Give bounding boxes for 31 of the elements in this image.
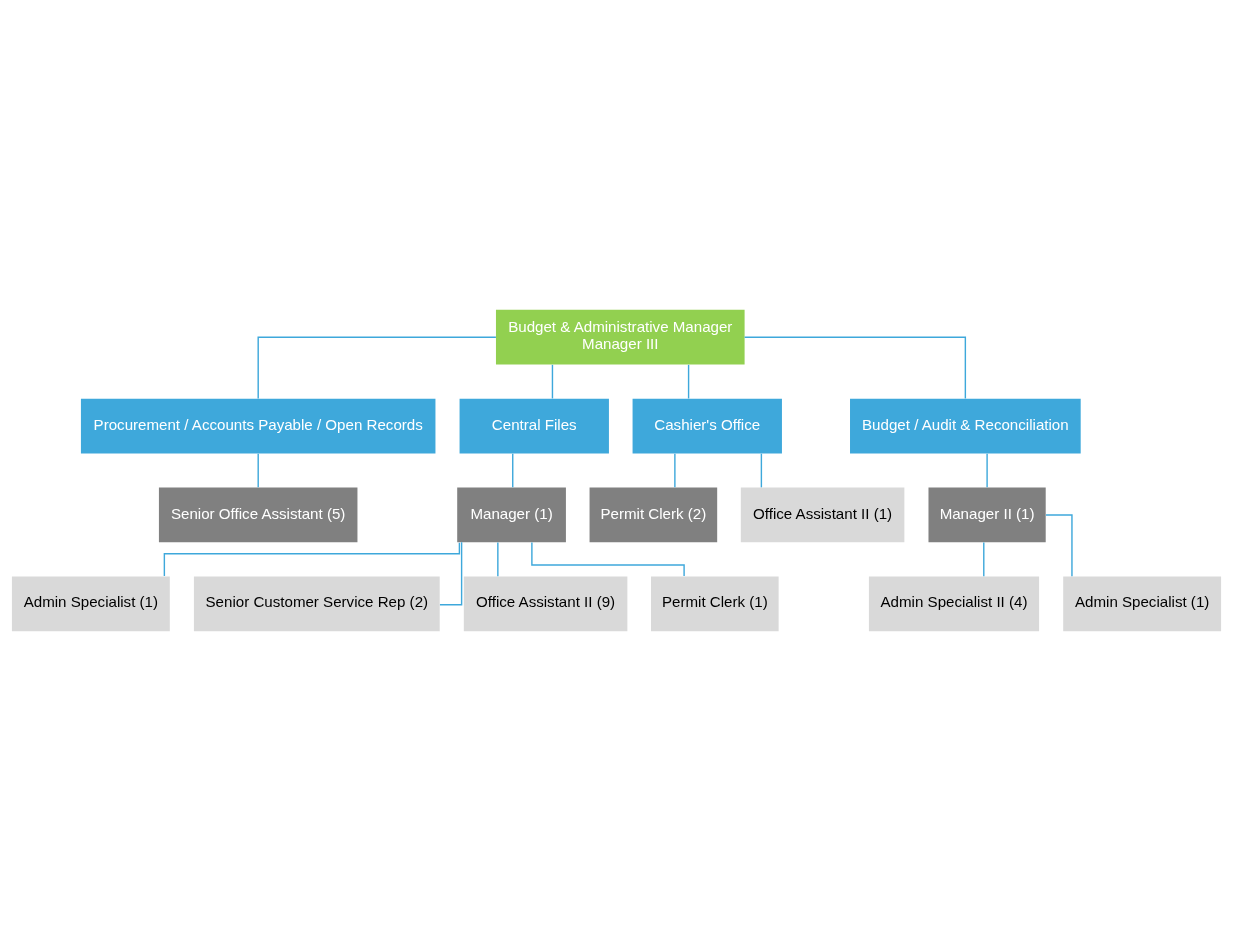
node-box: Admin Specialist (1) — [1063, 575, 1222, 631]
connector — [257, 336, 497, 399]
connector — [687, 363, 690, 399]
connector — [257, 452, 259, 488]
connector — [983, 541, 985, 577]
connector — [551, 363, 554, 399]
node-box: Senior Office Assistant (5) — [158, 487, 358, 542]
connector — [531, 541, 685, 577]
node-box: Permit Clerk (1) — [651, 575, 779, 631]
connector — [512, 452, 514, 488]
connector — [986, 452, 988, 488]
node-box: Manager II (1) — [928, 487, 1046, 542]
connector — [743, 336, 967, 399]
node-box: Manager (1) — [457, 487, 566, 542]
node-box: Budget / Audit & Reconciliation — [850, 398, 1081, 453]
node-box: Admin Specialist (1) — [11, 575, 170, 631]
node-box: Admin Specialist II (4) — [868, 575, 1040, 631]
node-box: Budget & Administrative Manager Manager III — [495, 309, 745, 365]
connector — [163, 541, 461, 577]
node-box: Permit Clerk (2) — [589, 487, 718, 542]
connector — [760, 452, 763, 488]
connector — [497, 541, 499, 577]
connector — [439, 541, 463, 605]
node-box: Cashier's Office — [632, 398, 782, 453]
node-box: Office Assistant II (1) — [740, 487, 905, 542]
connector — [674, 452, 676, 488]
connector — [1045, 513, 1073, 577]
node-box: Central Files — [459, 398, 609, 453]
node-box: Senior Customer Service Rep (2) — [193, 575, 440, 631]
node-box: Procurement / Accounts Payable / Open Records — [80, 398, 436, 453]
node-box: Office Assistant II (9) — [463, 575, 628, 631]
